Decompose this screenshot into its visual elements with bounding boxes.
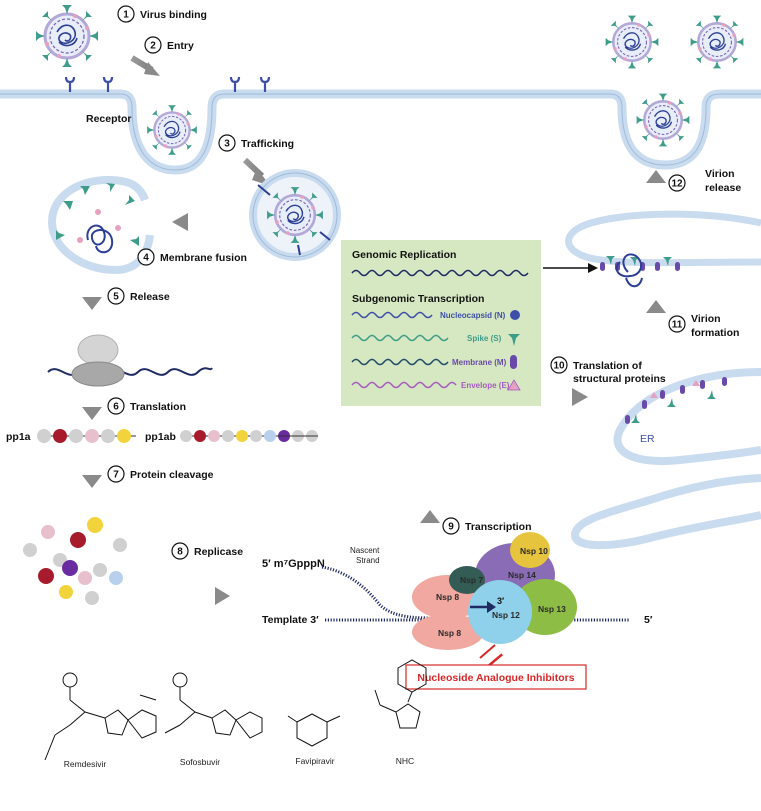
cleaved-nsps bbox=[23, 517, 127, 605]
genomic-replication-title: Genomic Replication bbox=[352, 249, 456, 261]
nascent-label: Nascent bbox=[350, 546, 380, 555]
template-label: Template 3′ bbox=[262, 614, 319, 626]
released-virion-icon bbox=[604, 14, 660, 70]
envelope-icon bbox=[507, 379, 521, 391]
five-prime-label: 5′ bbox=[644, 614, 653, 626]
nhc-label: NHC bbox=[396, 756, 414, 766]
budding-virion-icon bbox=[635, 92, 691, 148]
step-10-number: 10 bbox=[553, 361, 565, 372]
nsp14-label: Nsp 14 bbox=[508, 570, 536, 580]
membrane-protein-label: Membrane (M) bbox=[452, 358, 507, 367]
step-5-number: 5 bbox=[113, 292, 119, 303]
step-7-number: 7 bbox=[113, 470, 119, 481]
er-membrane bbox=[613, 368, 761, 465]
step-10-label-2: structural proteins bbox=[573, 373, 666, 385]
endocytosed-virion-icon bbox=[145, 104, 199, 157]
spike-icon bbox=[508, 334, 520, 346]
step-2-label: Entry bbox=[167, 40, 194, 52]
nsp7-label: Nsp 7 bbox=[460, 575, 483, 585]
subgenomic-title: Subgenomic Transcription bbox=[352, 293, 484, 305]
pp1ab-label: pp1ab bbox=[145, 431, 176, 443]
nhc-structure bbox=[374, 659, 427, 729]
genomic-rna bbox=[351, 269, 529, 277]
step-3-number: 3 bbox=[224, 139, 230, 150]
step-12-number: 12 bbox=[671, 179, 683, 190]
nsp10-label: Nsp 10 bbox=[520, 546, 548, 556]
remdesivir-label: Remdesivir bbox=[64, 759, 107, 769]
step-10-label-1: Translation of bbox=[573, 360, 642, 372]
nsp8-top-label: Nsp 8 bbox=[436, 592, 459, 602]
sofosbuvir-label: Sofosbuvir bbox=[180, 757, 220, 767]
nsp12-label: Nsp 12 bbox=[492, 610, 520, 620]
step-11-number: 11 bbox=[672, 320, 683, 331]
step-5-label: Release bbox=[130, 291, 170, 303]
nascent-strand bbox=[321, 565, 456, 620]
step-9-label: Transcription bbox=[465, 521, 532, 533]
step-7-label: Protein cleavage bbox=[130, 469, 214, 481]
step-4-label: Membrane fusion bbox=[160, 252, 247, 264]
favipiravir-label: Favipiravir bbox=[295, 756, 334, 766]
remdesivir-structure bbox=[44, 672, 157, 761]
inhibitor-box bbox=[405, 664, 587, 690]
pp1ab-polyprotein bbox=[180, 430, 276, 442]
step-2-number: 2 bbox=[150, 41, 156, 52]
strand-label: Strand bbox=[356, 556, 380, 565]
membrane-protein-icon bbox=[510, 355, 517, 369]
sofosbuvir-structure bbox=[164, 672, 263, 739]
fusion-vesicle bbox=[47, 175, 149, 274]
step-6-label: Translation bbox=[130, 401, 186, 413]
three-prime-label: 3′ bbox=[497, 596, 504, 606]
inhibitor-label: Nucleoside Analogue Inhibitors bbox=[417, 672, 574, 684]
transcription-box bbox=[341, 240, 541, 406]
assembling-virion bbox=[600, 253, 680, 288]
ribosome-icon bbox=[77, 334, 119, 366]
nucleocapsid-label: Nucleocapsid (N) bbox=[440, 311, 506, 320]
envelope-label: Envelope (E) bbox=[461, 381, 510, 390]
pp1a-polyprotein bbox=[37, 429, 136, 443]
released-virion-icon-2 bbox=[689, 14, 745, 70]
ergic-membrane bbox=[565, 210, 761, 267]
step-12-label-1: Virion bbox=[705, 168, 735, 180]
step-1-label: Virus binding bbox=[140, 9, 207, 21]
step-4-number: 4 bbox=[143, 253, 149, 264]
cap-label: 5′ m⁷GpppN bbox=[262, 558, 325, 570]
receptor-label: Receptor bbox=[86, 113, 132, 125]
nsp13-label: Nsp 13 bbox=[538, 604, 566, 614]
step-1-number: 1 bbox=[123, 10, 129, 21]
virion-icon bbox=[34, 3, 100, 69]
er-proteins bbox=[625, 377, 727, 424]
step-12-label-2: release bbox=[705, 182, 741, 194]
cell-membrane bbox=[0, 89, 761, 175]
spike-label: Spike (S) bbox=[467, 334, 502, 343]
rtc-complex bbox=[412, 532, 577, 650]
step-8-number: 8 bbox=[177, 547, 183, 558]
step-11-label-2: formation bbox=[691, 327, 739, 339]
step-6-number: 6 bbox=[113, 402, 119, 413]
nsp8-bottom-label: Nsp 8 bbox=[438, 628, 461, 638]
step-11-label-1: Virion bbox=[691, 313, 721, 325]
step-9-number: 9 bbox=[448, 522, 454, 533]
step-8-label: Replicase bbox=[194, 546, 243, 558]
favipiravir-structure bbox=[287, 713, 341, 747]
step-3-label: Trafficking bbox=[241, 138, 294, 150]
pp1a-label: pp1a bbox=[6, 431, 31, 443]
er-label: ER bbox=[640, 433, 655, 445]
nucleocapsid-icon bbox=[510, 310, 520, 320]
